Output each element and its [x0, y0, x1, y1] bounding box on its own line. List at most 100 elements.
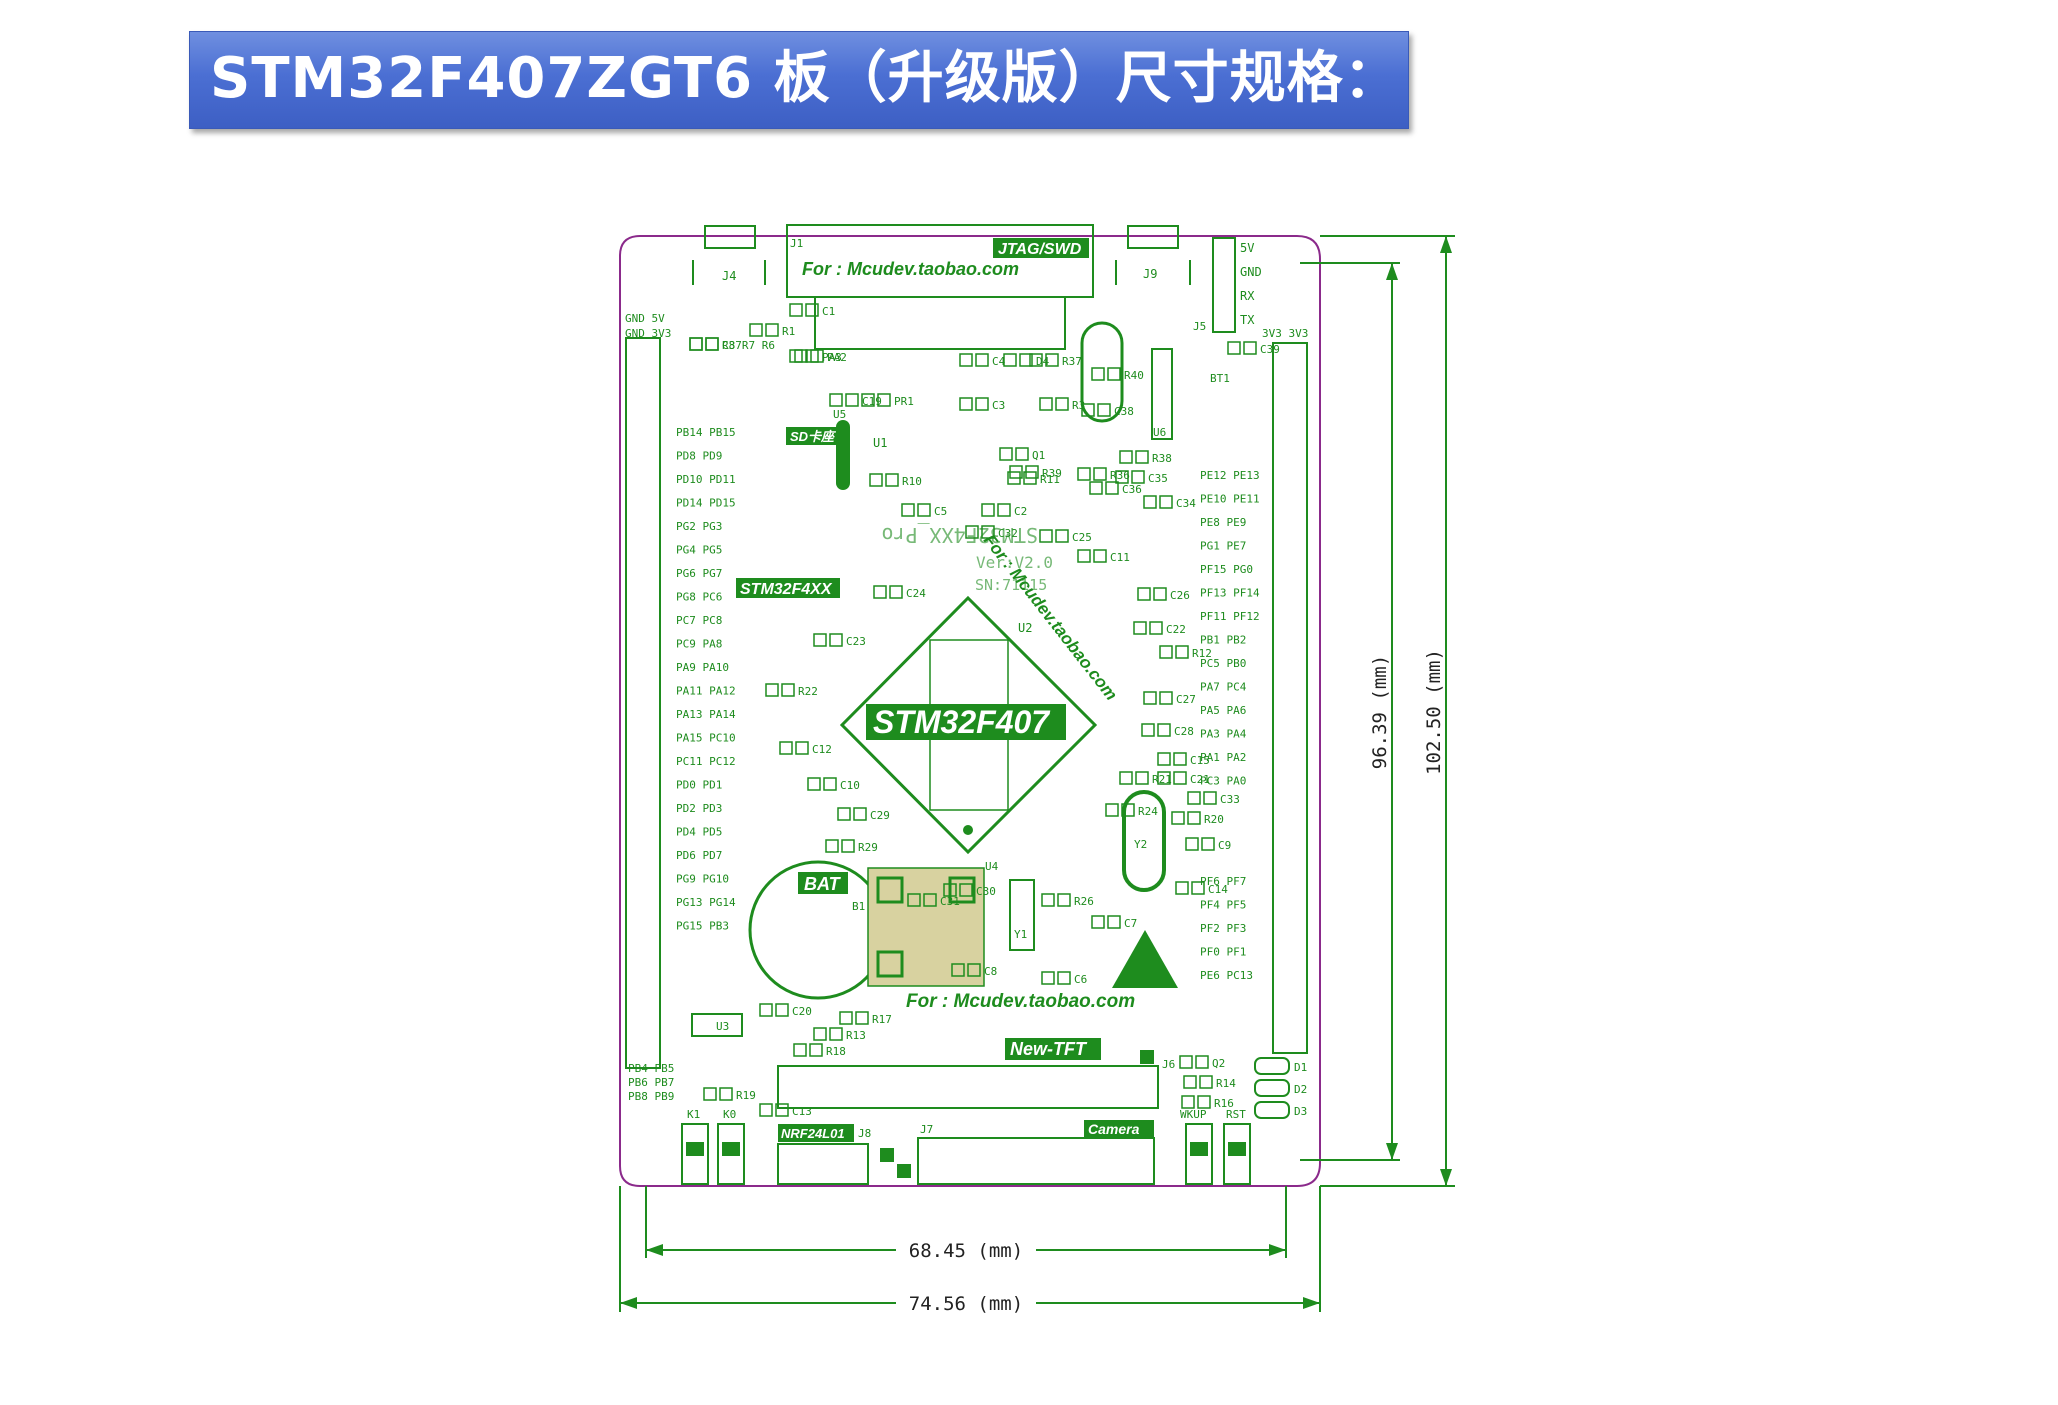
width-inner-label: 68.45 (mm): [909, 1240, 1023, 1262]
bat-badge: [798, 872, 848, 894]
k1-label: K1: [687, 1108, 700, 1121]
component-label: R24: [1138, 805, 1158, 818]
url-top: For : Mcudev.taobao.com: [802, 259, 1019, 279]
sn-label: SN:71115: [975, 576, 1047, 594]
component-r10: R10: [869, 473, 922, 488]
component-label: R12: [1192, 647, 1212, 660]
left-pin-label-bottom: PB4 PB5: [628, 1062, 674, 1075]
component-label: R39: [1042, 467, 1062, 480]
component-c19: C19: [829, 393, 882, 408]
component-label: R13: [846, 1029, 866, 1042]
newtft-label: New-TFT: [1010, 1039, 1088, 1059]
component-r17: R17: [839, 1011, 892, 1026]
component-c11: C11: [1077, 549, 1130, 564]
right-pin-label: PC5 PB0: [1200, 657, 1246, 670]
left-pin-label: PD14 PD15: [676, 497, 736, 510]
pro-label: STM32F4XX_Pro: [881, 523, 1038, 547]
power-label-1: GND 5V: [625, 312, 665, 325]
j9-label: J9: [1143, 267, 1157, 281]
component-label: C12: [812, 743, 832, 756]
component-r20: R20: [1171, 811, 1224, 826]
component-c28: C28: [1141, 723, 1194, 738]
component-r14: R14: [1183, 1075, 1236, 1090]
component-label: C23: [846, 635, 866, 648]
component-c22: C22: [1133, 621, 1186, 636]
component-c27: C27: [1143, 691, 1196, 706]
component-label: Q2: [1212, 1057, 1225, 1070]
bt1-label: BT1: [1210, 372, 1230, 385]
component-label: R29: [858, 841, 878, 854]
component-c12: C12: [779, 741, 832, 756]
component-label: PA3: [822, 351, 842, 364]
component-r29: R29: [825, 839, 878, 854]
j7-connector: [917, 1137, 1155, 1185]
u4-label: U4: [985, 860, 999, 873]
component-label: C15: [1190, 754, 1210, 767]
left-pin-label: PD10 PD11: [676, 473, 736, 486]
left-pin-label: PG8 PC6: [676, 591, 722, 604]
left-pin-label: PD0 PD1: [676, 779, 722, 792]
component-r36: R36: [1077, 467, 1130, 482]
u2-label: U2: [1018, 621, 1032, 635]
left-pin-label: PB14 PB15: [676, 426, 736, 439]
d1-label: D1: [1294, 1061, 1307, 1074]
title-banner: STM32F407ZGT6 板（升级版）尺寸规格：: [189, 31, 1409, 129]
sd-label: SD卡座: [790, 429, 837, 444]
component-r22: R22: [765, 683, 818, 698]
component-r18: R18: [793, 1043, 846, 1058]
component-c2: C2: [981, 503, 1027, 518]
width-outer-label: 74.56 (mm): [909, 1293, 1023, 1315]
component-c23: C23: [813, 633, 866, 648]
left-pin-label-bottom: PB8 PB9: [628, 1090, 674, 1103]
component-label: C38: [1114, 405, 1134, 418]
left-pin-label: PC7 PC8: [676, 614, 722, 627]
qr-block: [867, 867, 985, 987]
component-r24: R24: [1105, 803, 1158, 818]
component-label: C13: [792, 1105, 812, 1118]
j6-connector: [777, 1065, 1159, 1109]
left-pin-label: PA15 PC10: [676, 732, 736, 745]
j8-label: J8: [858, 1127, 871, 1140]
right-pin-label: PF2 PF3: [1200, 922, 1246, 935]
right-header: [1272, 342, 1308, 1054]
u3-chip: [691, 1013, 743, 1037]
left-pin-label: PC11 PC12: [676, 755, 736, 768]
component-r16: R16: [1181, 1095, 1234, 1110]
component-label: PA2: [827, 351, 847, 364]
board-outline: [619, 235, 1321, 1187]
j5-header: [1212, 237, 1236, 333]
esd-icon: [1112, 930, 1178, 988]
j4-connector: [704, 225, 756, 249]
component-label: C5: [934, 505, 947, 518]
component-label: R1: [782, 325, 795, 338]
left-pin-label-bottom: PB6 PB7: [628, 1076, 674, 1089]
component-label: C4: [992, 355, 1006, 368]
component-label: C10: [840, 779, 860, 792]
component-c29: C29: [837, 807, 890, 822]
right-pin-label: PF4 PF5: [1200, 899, 1246, 912]
component-c31: C31: [907, 893, 960, 908]
k0-label: K0: [723, 1108, 736, 1121]
component-c24: C24: [873, 585, 926, 600]
right-pin-label: PB1 PB2: [1200, 634, 1246, 647]
power-label-2: GND 3V3: [625, 327, 671, 340]
component-c26: C26: [1137, 587, 1190, 602]
right-pin-label: PA3 PA4: [1200, 728, 1247, 741]
component-c34: C34: [1143, 495, 1196, 510]
left-pin-label: PG2 PG3: [676, 520, 722, 533]
component-label: C39: [1260, 343, 1280, 356]
component-label: C30: [976, 885, 996, 898]
component-r12: R12: [1159, 645, 1212, 660]
right-pin-label: PE12 PE13: [1200, 469, 1260, 482]
newtft-badge: [1005, 1038, 1101, 1060]
component-label: C20: [792, 1005, 812, 1018]
component-r3: R3: [1039, 397, 1085, 412]
component-c13: C13: [759, 1103, 812, 1118]
component-label: R21: [1152, 773, 1172, 786]
component-label: C25: [1072, 531, 1092, 544]
component-label: C9: [1218, 839, 1231, 852]
j1-label: J1: [790, 237, 803, 250]
y1-crystal: [1009, 879, 1035, 951]
left-header: [625, 337, 661, 1069]
